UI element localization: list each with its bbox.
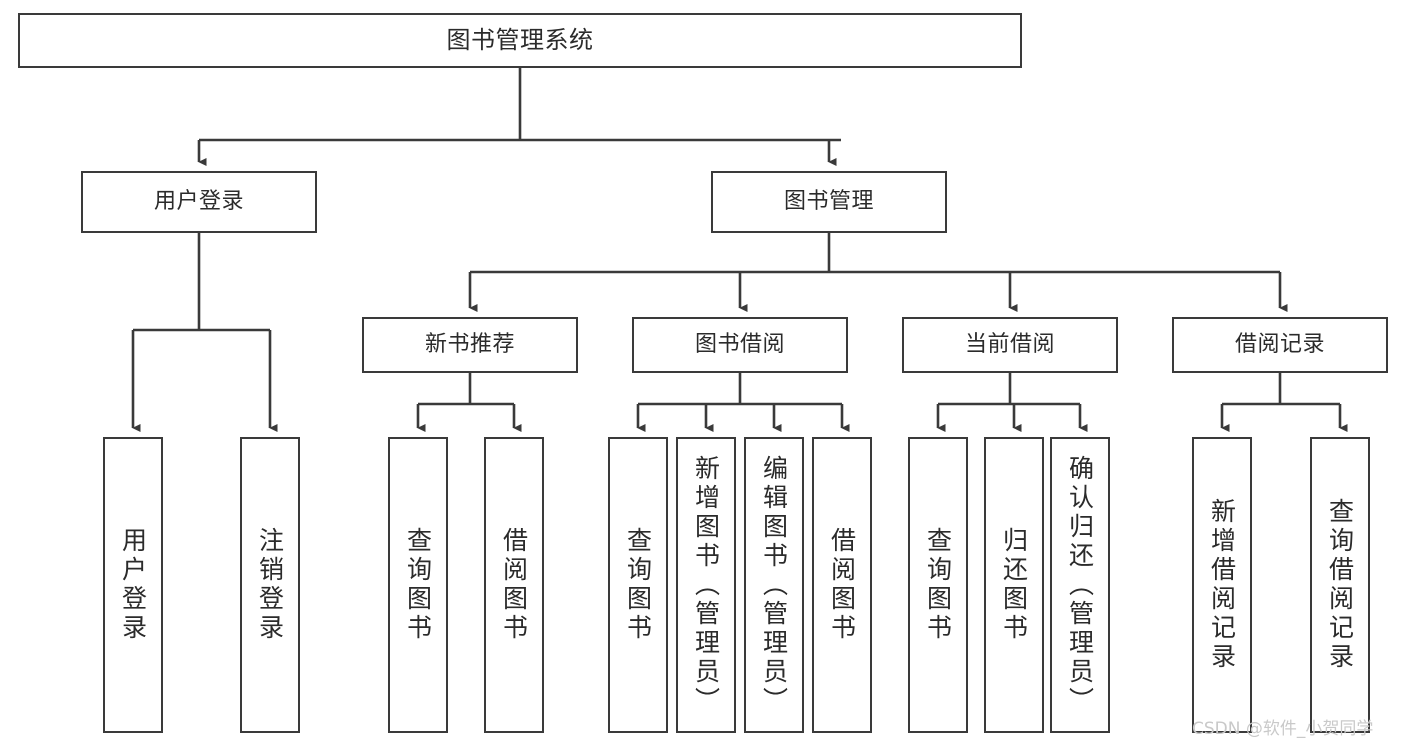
node-leaf-user-logout[interactable]: 注销登录 bbox=[240, 437, 300, 733]
node-label-root: 图书管理系统 bbox=[446, 25, 594, 54]
book-manage-to-level3-connectors bbox=[468, 233, 1288, 312]
node-book-manage[interactable]: 图书管理 bbox=[711, 171, 947, 233]
node-leaf-borrow-book-2[interactable]: 借阅图书 bbox=[812, 437, 872, 733]
node-label-leaf-query-book-2: 查询图书 bbox=[623, 527, 653, 643]
node-label-leaf-add-record: 新增借阅记录 bbox=[1207, 498, 1237, 672]
node-new-book-rec[interactable]: 新书推荐 bbox=[362, 317, 578, 373]
node-label-leaf-borrow-book-1: 借阅图书 bbox=[499, 527, 529, 643]
node-book-borrow[interactable]: 图书借阅 bbox=[632, 317, 848, 373]
node-label-leaf-user-logout: 注销登录 bbox=[255, 527, 285, 643]
node-label-current-borrow: 当前借阅 bbox=[964, 332, 1055, 358]
node-label-leaf-borrow-book-2: 借阅图书 bbox=[827, 527, 857, 643]
root-to-level2-connectors bbox=[197, 68, 841, 166]
node-leaf-add-record[interactable]: 新增借阅记录 bbox=[1192, 437, 1252, 733]
user-login-to-leaves-connectors bbox=[131, 233, 278, 432]
node-label-book-manage: 图书管理 bbox=[783, 189, 874, 215]
node-label-leaf-query-record: 查询借阅记录 bbox=[1325, 498, 1355, 672]
node-leaf-edit-book[interactable]: 编辑图书（管理员） bbox=[744, 437, 804, 733]
node-label-book-borrow: 图书借阅 bbox=[694, 332, 785, 358]
node-leaf-query-book-3[interactable]: 查询图书 bbox=[908, 437, 968, 733]
book-borrow-to-leaves-connectors bbox=[636, 373, 850, 432]
node-leaf-add-book[interactable]: 新增图书（管理员） bbox=[676, 437, 736, 733]
node-leaf-confirm-return[interactable]: 确认归还（管理员） bbox=[1050, 437, 1110, 733]
node-label-leaf-edit-book: 编辑图书（管理员） bbox=[759, 454, 789, 716]
node-label-leaf-return-book: 归还图书 bbox=[999, 527, 1029, 643]
node-borrow-record[interactable]: 借阅记录 bbox=[1172, 317, 1388, 373]
node-label-new-book-rec: 新书推荐 bbox=[424, 332, 515, 358]
node-leaf-query-record[interactable]: 查询借阅记录 bbox=[1310, 437, 1370, 733]
node-label-user-login: 用户登录 bbox=[153, 189, 244, 215]
node-label-leaf-confirm-return: 确认归还（管理员） bbox=[1065, 454, 1095, 716]
node-leaf-query-book-2[interactable]: 查询图书 bbox=[608, 437, 668, 733]
node-label-leaf-query-book-3: 查询图书 bbox=[923, 527, 953, 643]
node-user-login[interactable]: 用户登录 bbox=[81, 171, 317, 233]
new-book-rec-to-leaves-connectors bbox=[416, 373, 522, 432]
node-leaf-query-book-1[interactable]: 查询图书 bbox=[388, 437, 448, 733]
node-label-leaf-add-book: 新增图书（管理员） bbox=[691, 454, 721, 716]
borrow-record-to-leaves-connectors bbox=[1220, 373, 1348, 432]
node-label-borrow-record: 借阅记录 bbox=[1234, 332, 1325, 358]
node-leaf-return-book[interactable]: 归还图书 bbox=[984, 437, 1044, 733]
node-label-leaf-query-book-1: 查询图书 bbox=[403, 527, 433, 643]
current-borrow-to-leaves-connectors bbox=[936, 373, 1088, 432]
node-label-leaf-user-login: 用户登录 bbox=[118, 527, 148, 643]
node-root-system[interactable]: 图书管理系统 bbox=[18, 13, 1022, 68]
node-leaf-borrow-book-1[interactable]: 借阅图书 bbox=[484, 437, 544, 733]
node-current-borrow[interactable]: 当前借阅 bbox=[902, 317, 1118, 373]
node-leaf-user-login[interactable]: 用户登录 bbox=[103, 437, 163, 733]
